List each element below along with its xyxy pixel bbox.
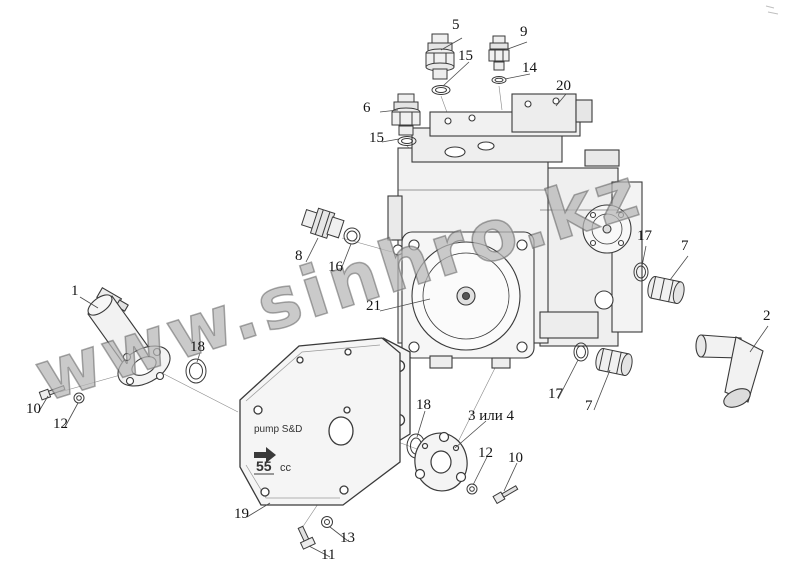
- cover-displacement-value: 55: [256, 458, 272, 474]
- callout-21: 21: [366, 298, 381, 314]
- callout-5: 5: [452, 17, 460, 33]
- part-8-fitting: [300, 207, 345, 239]
- callout-7-lower: 7: [585, 398, 593, 414]
- part-12-washer-right: [466, 483, 478, 495]
- part-9-fitting: [488, 35, 510, 71]
- part-2-elbow: [695, 334, 764, 408]
- callout-1: 1: [71, 283, 79, 299]
- part-19-cover: pump S&D 55 cc: [239, 337, 411, 506]
- callout-6: 6: [363, 100, 371, 116]
- callout-15-lower: 15: [369, 130, 384, 146]
- callout-15-upper: 15: [458, 48, 473, 64]
- callout-18-left: 18: [190, 339, 205, 355]
- callout-14: 14: [522, 60, 537, 76]
- part-15-oring-lower: [397, 136, 417, 146]
- corner-artifact: [765, 5, 779, 15]
- callout-16: 16: [328, 259, 343, 275]
- callout-10-left: 10: [26, 401, 41, 417]
- callout-18-right: 18: [416, 397, 431, 413]
- callout-7-upper: 7: [681, 238, 689, 254]
- part-1-inlet-pipe: [87, 287, 171, 387]
- part-pump-assembly: [387, 93, 643, 369]
- part-3-4-flange: [414, 431, 468, 492]
- part-17-oring-lower: [573, 342, 589, 362]
- callout-12-right: 12: [478, 445, 493, 461]
- part-10-bolt-right: [492, 485, 519, 505]
- part-16-oring: [343, 227, 361, 245]
- callout-8: 8: [295, 248, 303, 264]
- callout-13: 13: [340, 530, 355, 546]
- cover-displacement-unit: cc: [280, 462, 292, 474]
- callout-3-or-4: 3 или 4: [468, 408, 515, 424]
- callout-leader-lines: [37, 37, 769, 558]
- cover-brand-text: pump S&D: [254, 424, 302, 435]
- part-6-fitting: [391, 93, 421, 136]
- part-7-fitting-lower: [595, 347, 633, 377]
- callout-19: 19: [234, 506, 249, 522]
- part-17-oring-upper: [633, 262, 649, 282]
- part-18-oring-left: [185, 358, 207, 384]
- callout-11: 11: [321, 547, 336, 563]
- part-5-fitting: [425, 33, 455, 80]
- callout-20: 20: [556, 78, 571, 94]
- part-13-washer: [321, 516, 333, 528]
- part-12-washer-left: [73, 392, 85, 404]
- callout-9: 9: [520, 24, 528, 40]
- part-11-bolt: [297, 525, 316, 550]
- part-10-bolt-left: [38, 385, 66, 401]
- callout-10-right: 10: [508, 450, 523, 466]
- callout-12-left: 12: [53, 416, 68, 432]
- cover-markings: pump S&D 55 cc: [254, 424, 302, 475]
- callout-17-upper: 17: [637, 228, 652, 244]
- callout-17-lower: 17: [548, 386, 563, 402]
- part-7-fitting-upper: [647, 275, 685, 305]
- callout-2: 2: [763, 308, 771, 324]
- part-15-oring-upper: [431, 85, 451, 95]
- part-14-oring: [491, 76, 507, 84]
- rotation-arrow-icon: [254, 447, 276, 463]
